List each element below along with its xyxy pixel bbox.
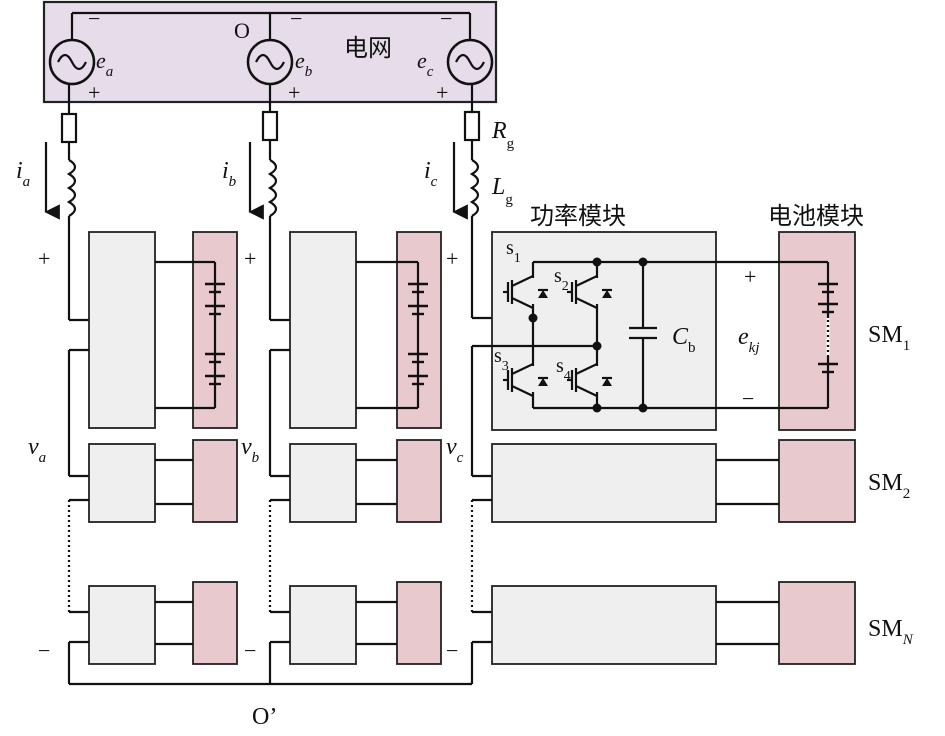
grid-neutral-label: O bbox=[234, 18, 250, 43]
smn-label: SMN bbox=[868, 616, 914, 648]
source-a-label: ea bbox=[96, 48, 113, 80]
source-b-plus: + bbox=[288, 80, 300, 105]
phase-a-arm bbox=[67, 231, 238, 684]
arm-a-minus: − bbox=[38, 638, 50, 663]
igbt-s4 bbox=[567, 363, 614, 397]
igbt-s1 bbox=[503, 275, 550, 309]
inductor-label: Lg bbox=[491, 174, 513, 208]
grid-title: 电网 bbox=[344, 34, 392, 62]
capacitor-label: Cb bbox=[672, 324, 696, 356]
phase-c-line bbox=[463, 84, 533, 320]
battery-module-title: 电池模块 bbox=[768, 202, 864, 230]
igbt-s2 bbox=[567, 275, 614, 309]
arm-c-plus: + bbox=[446, 246, 458, 271]
voltage-b-label: vb bbox=[241, 434, 260, 466]
switch-s2-label: s2 bbox=[554, 265, 569, 294]
arm-b-minus: − bbox=[244, 638, 256, 663]
source-c-plus: + bbox=[436, 80, 448, 105]
phase-b-arm bbox=[268, 231, 442, 684]
source-c bbox=[446, 38, 494, 86]
switch-s3-label: s3 bbox=[494, 345, 509, 374]
sm1-label: SM1 bbox=[868, 322, 910, 354]
battery-emf-label: ekj bbox=[738, 324, 759, 356]
resistor-label: Rg bbox=[491, 118, 515, 152]
arm-a-plus: + bbox=[38, 246, 50, 271]
source-a-plus: + bbox=[88, 80, 100, 105]
phase-a-line bbox=[60, 84, 78, 320]
switch-s1-label: s1 bbox=[506, 237, 521, 266]
voltage-c-label: vc bbox=[446, 434, 464, 466]
current-a-label: ia bbox=[16, 158, 30, 190]
battery-minus: − bbox=[742, 386, 754, 411]
power-module-box bbox=[491, 231, 717, 431]
source-b-minus: − bbox=[290, 6, 302, 31]
switch-s4-label: s4 bbox=[556, 355, 571, 384]
source-b-label: eb bbox=[295, 48, 313, 80]
battery-plus: + bbox=[744, 264, 756, 289]
source-a bbox=[48, 38, 96, 86]
battery-module-box bbox=[778, 231, 856, 431]
source-c-label: ec bbox=[417, 48, 434, 80]
phase-b-line bbox=[261, 84, 279, 320]
current-b-label: ib bbox=[222, 158, 237, 190]
phase-c-lower bbox=[470, 344, 856, 684]
arm-c-minus: − bbox=[446, 638, 458, 663]
igbt-s3 bbox=[503, 363, 550, 397]
star-point-label: O’ bbox=[252, 704, 277, 730]
power-module-title: 功率模块 bbox=[530, 202, 626, 230]
arm-b-plus: + bbox=[244, 246, 256, 271]
voltage-a-label: va bbox=[28, 434, 46, 466]
source-a-minus: − bbox=[88, 6, 100, 31]
current-c-label: ic bbox=[424, 158, 438, 190]
phase-c-sm1 bbox=[491, 231, 856, 431]
source-c-minus: − bbox=[440, 6, 452, 31]
sm2-label: SM2 bbox=[868, 470, 910, 502]
